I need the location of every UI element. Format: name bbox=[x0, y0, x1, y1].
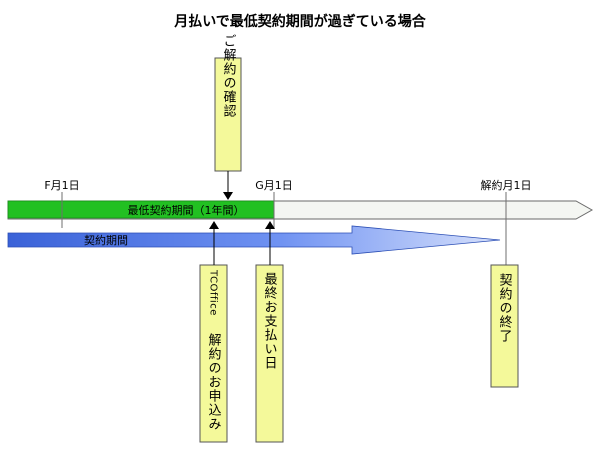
contract-end-box bbox=[490, 264, 519, 388]
cancel-month-date-label: 解約月1日 bbox=[481, 178, 532, 192]
diagram-title: 月払いで最低契約期間が過ぎている場合 bbox=[173, 13, 427, 30]
g-start-date-label: G月1日 bbox=[255, 179, 293, 192]
cancellation-application-box bbox=[199, 264, 228, 443]
confirm-arrow-head bbox=[223, 192, 233, 200]
last-payment-arrow-head bbox=[265, 221, 275, 229]
contract-period-arrow bbox=[7, 225, 501, 255]
contract-period-label: 契約期間 bbox=[84, 233, 128, 247]
minimum-period-label: 最低契約期間（1年間） bbox=[128, 203, 245, 217]
confirm-cancellation-text: ご解約の確認 bbox=[221, 34, 237, 118]
f-start-date-label: F月1日 bbox=[44, 179, 79, 192]
contract-end-text: 契約の終了 bbox=[497, 273, 513, 343]
last-payment-text: 最終お支払い日 bbox=[262, 272, 278, 370]
cancellation-application-text: 解約のお申込み bbox=[206, 333, 222, 431]
application-arrow-head bbox=[209, 221, 219, 229]
last-payment-box bbox=[255, 264, 284, 443]
cancellation-application-prefix: TCOffice bbox=[208, 269, 219, 316]
